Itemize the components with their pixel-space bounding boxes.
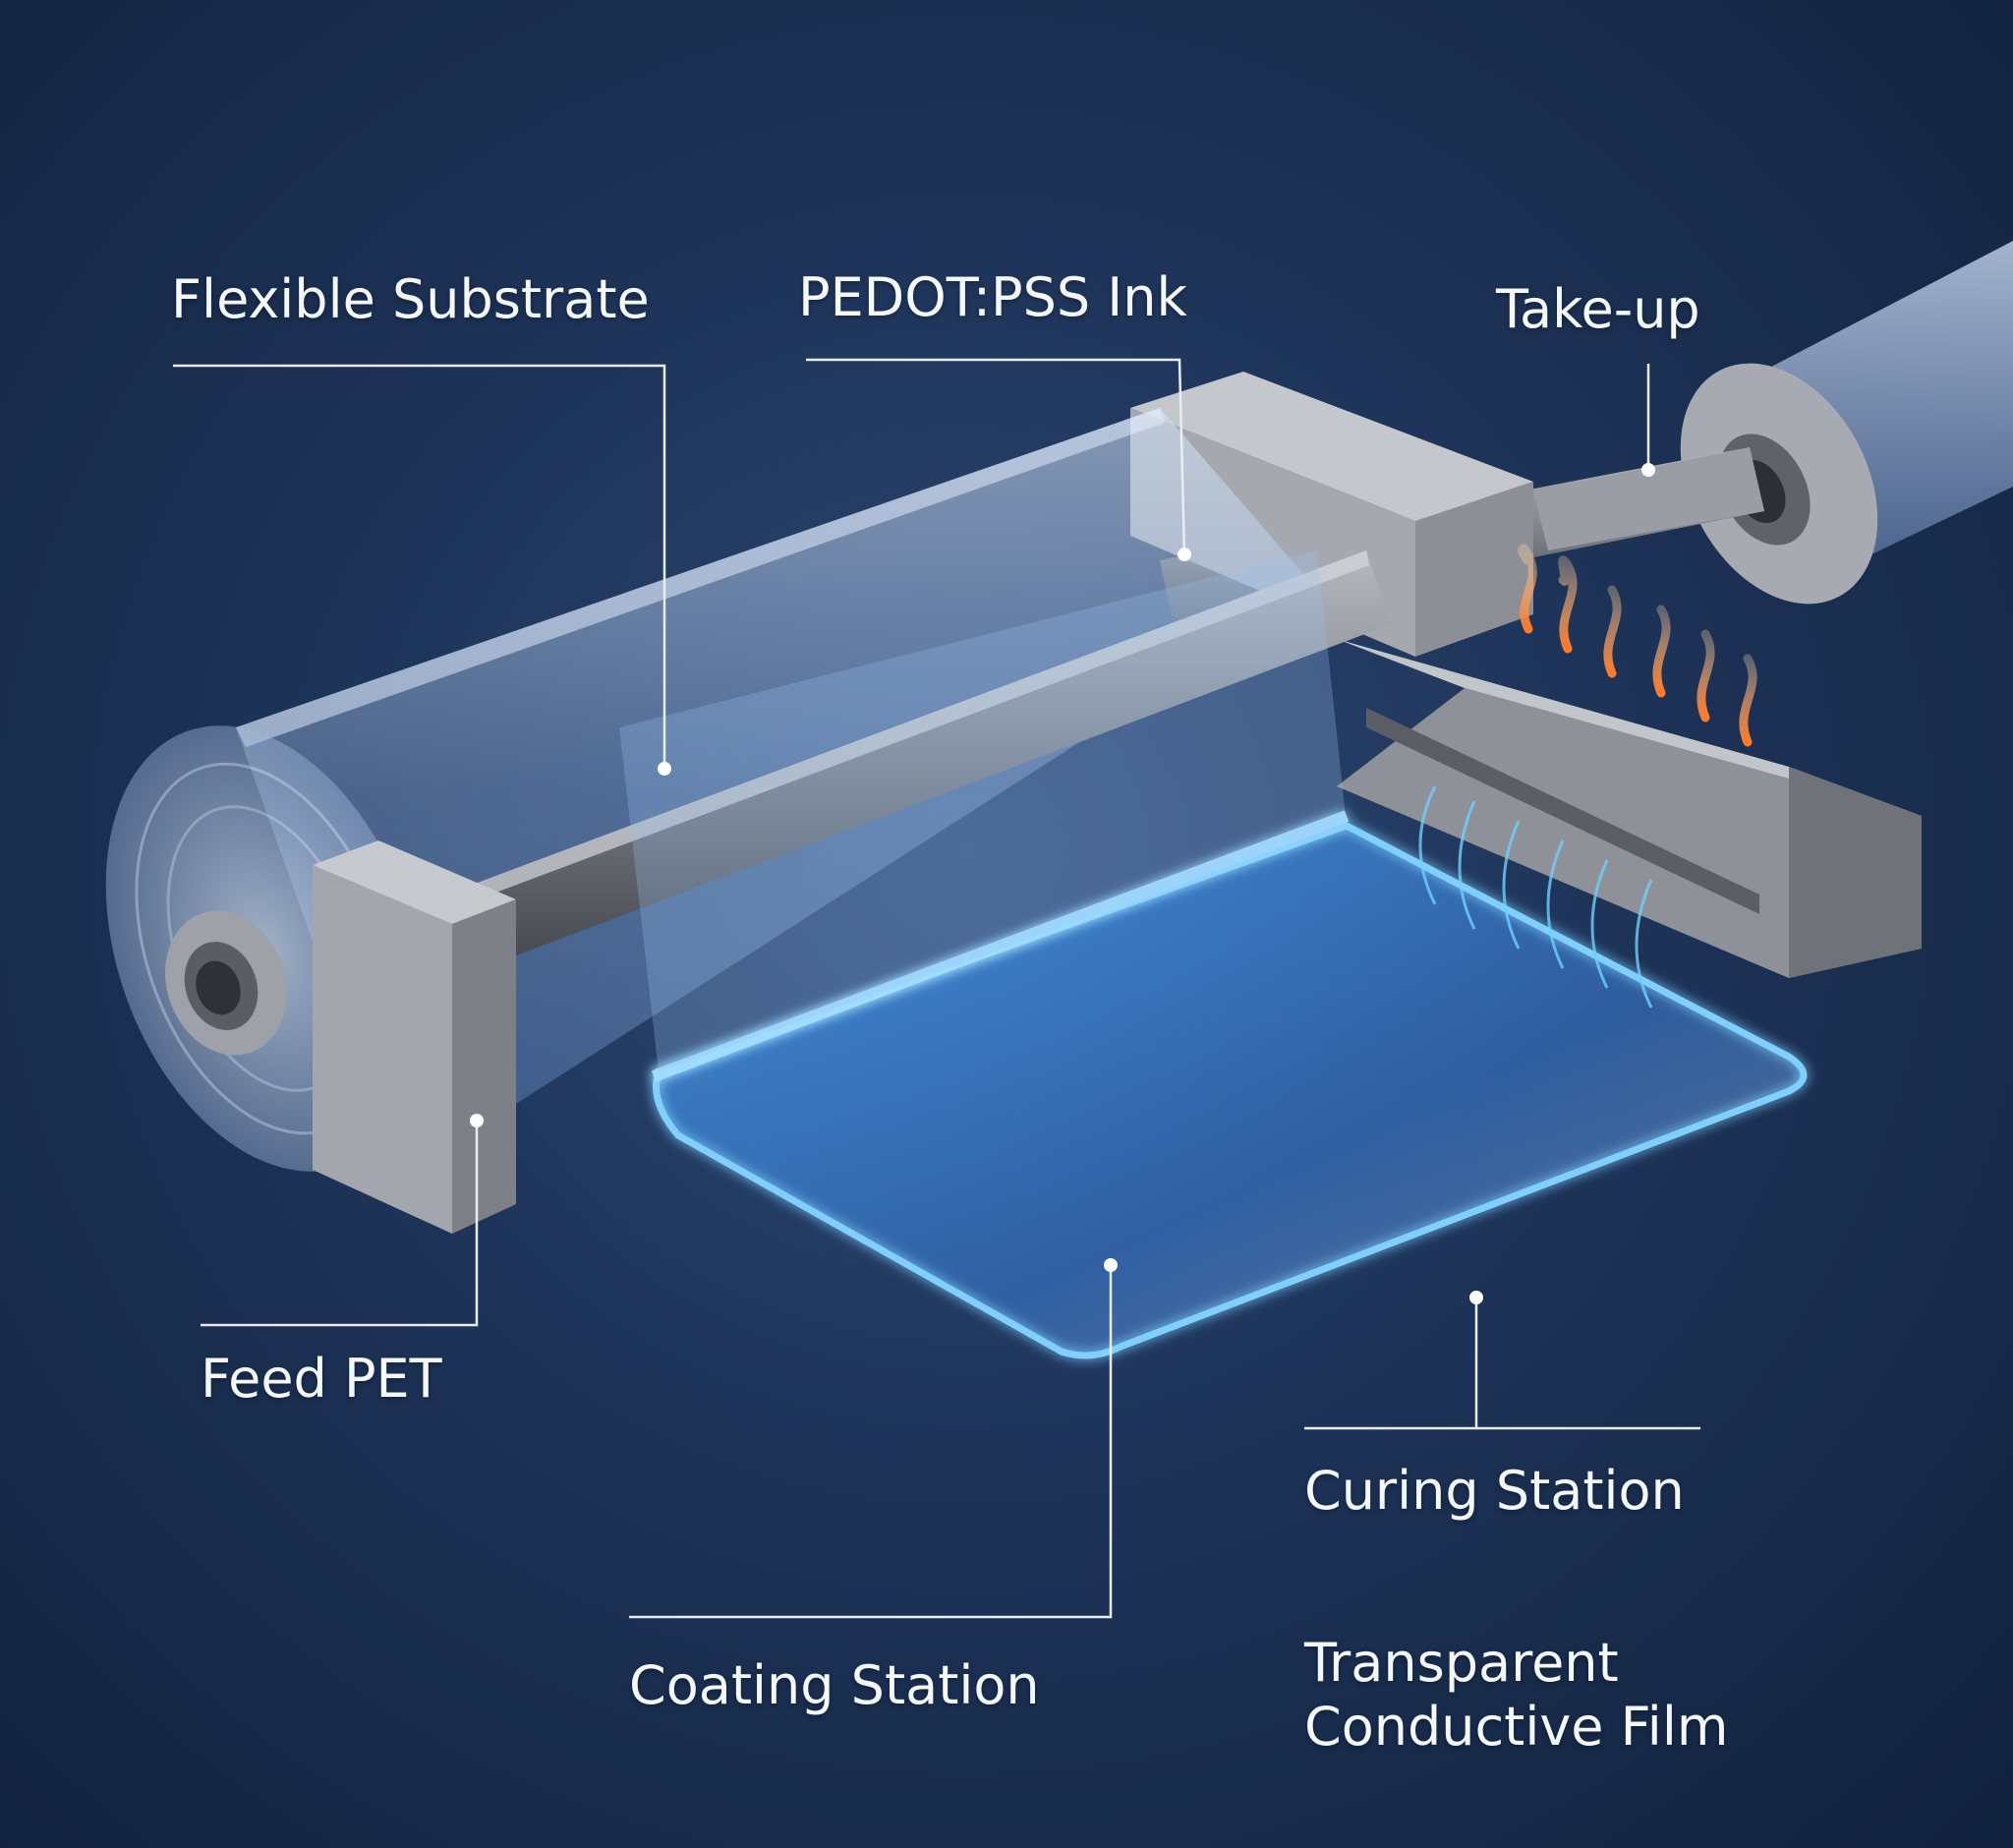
leader-pedot-ink bbox=[806, 358, 1186, 555]
label-transparent-film-line-1: Transparent bbox=[1304, 1632, 1619, 1694]
label-transparent-film: Transparent Conductive Film bbox=[1304, 1632, 1728, 1760]
label-feed-pet: Feed PET bbox=[201, 1348, 442, 1410]
leader-feed-pet bbox=[201, 1121, 479, 1327]
coating-film bbox=[619, 550, 1808, 1359]
label-flexible-substrate: Flexible Substrate bbox=[171, 268, 650, 330]
label-pedot-ink: PEDOT:PSS Ink bbox=[798, 266, 1187, 328]
label-transparent-film-line-2: Conductive Film bbox=[1304, 1695, 1729, 1758]
left-bearing-block bbox=[313, 840, 516, 1234]
leader-dots bbox=[470, 463, 1655, 1304]
main-shaft bbox=[393, 550, 1391, 993]
curing-station-rail bbox=[1337, 639, 1922, 978]
label-coating-station: Coating Station bbox=[629, 1654, 1040, 1716]
leader-coating-station bbox=[629, 1265, 1113, 1619]
curing-field-lines bbox=[1418, 785, 1653, 1009]
label-curing-station: Curing Station bbox=[1304, 1460, 1685, 1522]
feed-roll-hub bbox=[165, 910, 287, 1056]
label-take-up: Take-up bbox=[1496, 278, 1700, 340]
leader-lines bbox=[173, 358, 1700, 1619]
heat-waves bbox=[1517, 544, 1757, 747]
leader-flexible-substrate bbox=[173, 364, 666, 769]
